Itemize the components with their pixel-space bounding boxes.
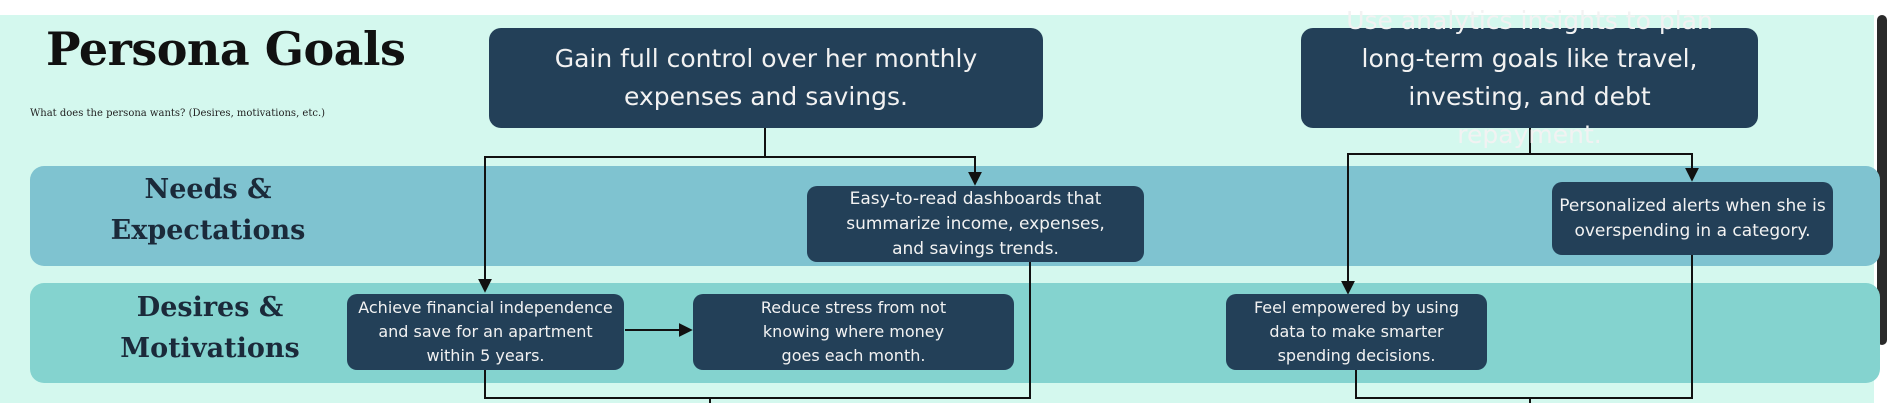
connector-need1-bottom xyxy=(710,262,1031,399)
page-subtitle: What does the persona wants? (Desires, m… xyxy=(30,108,326,119)
vertical-scrollbar[interactable] xyxy=(1877,15,1887,345)
page-title: Persona Goals xyxy=(46,22,406,76)
connector-need2-bottom xyxy=(1530,255,1693,399)
connector-goal1-to-desire1 xyxy=(478,156,765,293)
connector-desire1-bottom xyxy=(484,370,711,403)
desire-box-2: Reduce stress from not knowing where mon… xyxy=(693,294,1014,370)
goal-box-1: Gain full control over her monthly expen… xyxy=(489,28,1043,128)
needs-band-label: Needs & Expectations xyxy=(108,169,308,251)
desire-box-3: Feel empowered by using data to make sma… xyxy=(1226,294,1487,370)
desires-label-line1: Desires & xyxy=(136,292,284,323)
connector-goal1-to-need1 xyxy=(765,156,982,186)
connector-goal2-to-desire3 xyxy=(1341,153,1530,295)
desires-band-label: Desires & Motivations xyxy=(110,287,310,369)
needs-label-line1: Needs & xyxy=(144,174,272,205)
desire-box-1: Achieve financial independence and save … xyxy=(347,294,624,370)
desires-label-line2: Motivations xyxy=(120,333,300,364)
need-box-1: Easy-to-read dashboards that summarize i… xyxy=(807,186,1144,262)
connector-goal2-to-need2 xyxy=(1530,153,1699,182)
needs-label-line2: Expectations xyxy=(110,215,306,246)
connector-desire3-bottom xyxy=(1355,370,1531,403)
need-box-2: Personalized alerts when she is overspen… xyxy=(1552,182,1833,255)
goal-box-2: Use analytics insights to plan long-term… xyxy=(1301,6,1758,149)
